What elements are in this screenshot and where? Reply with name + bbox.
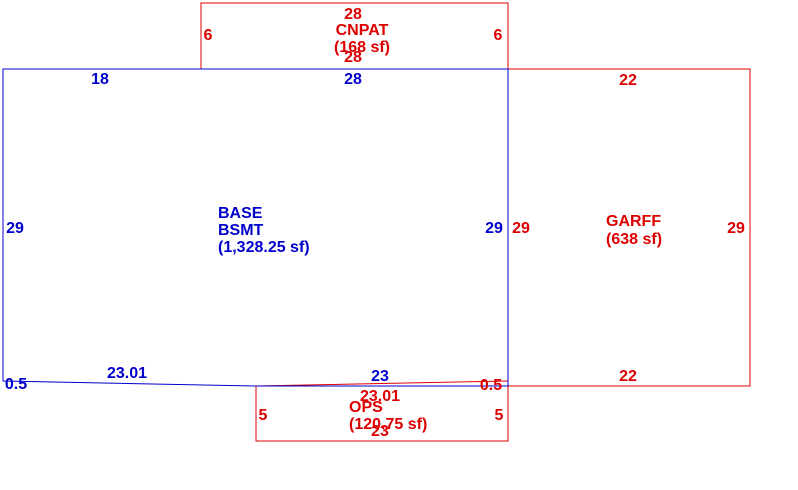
- base-name-line2: BSMT: [218, 222, 264, 239]
- cnpat-left-dimension: 6: [204, 27, 213, 44]
- cnpat-name: CNPAT: [336, 22, 389, 39]
- ops-name: OPS: [349, 399, 383, 416]
- ops-top-edge: [255, 380, 509, 387]
- base-top-left-dimension: 18: [91, 71, 109, 88]
- garff-left-dimension: 29: [512, 220, 530, 237]
- garff-right-dimension: 29: [727, 220, 745, 237]
- base-left-dimension: 29: [6, 220, 24, 237]
- ops-left-dimension: 5: [259, 407, 268, 424]
- ops-right-dimension: 5: [495, 407, 504, 424]
- base-outline: [2, 68, 509, 387]
- garff-name: GARFF: [606, 213, 661, 230]
- base-bottom-right-dimension: 23: [371, 368, 389, 385]
- base-name-line1: BASE: [218, 205, 263, 222]
- cnpat-area: (168 sf): [334, 39, 390, 56]
- garff-area: (638 sf): [606, 231, 662, 248]
- garff-top-dimension: 22: [619, 72, 637, 89]
- base-right-dimension: 29: [485, 220, 503, 237]
- base-area: (1,328.25 sf): [218, 239, 310, 256]
- ops-area: (120.75 sf): [349, 416, 427, 433]
- base-corner-left-dimension: 0.5: [5, 376, 27, 393]
- base-corner-right-dimension: 0.5: [480, 377, 502, 394]
- base-bottom-left-dimension: 23.01: [107, 365, 147, 382]
- cnpat-top-dimension: 28: [344, 6, 362, 23]
- garff-bottom-dimension: 22: [619, 368, 637, 385]
- base-top-right-dimension: 28: [344, 71, 362, 88]
- ops-bottom-dimension: 23: [371, 423, 389, 440]
- cnpat-bottom-dimension: 28: [344, 49, 362, 66]
- ops-top-dimension: 23.01: [360, 388, 400, 405]
- cnpat-right-dimension: 6: [494, 27, 503, 44]
